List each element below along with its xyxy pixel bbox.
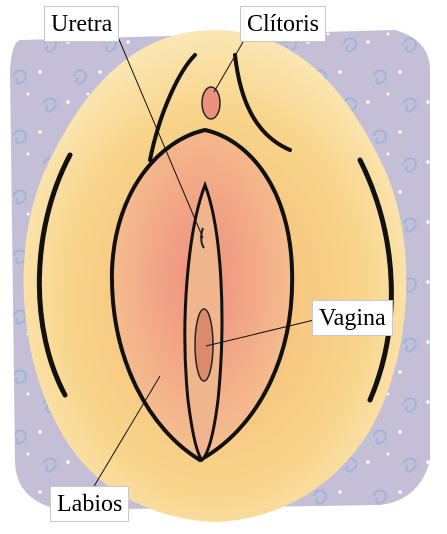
vagina-label: Vagina bbox=[312, 300, 393, 336]
clitoris-label: Clítoris bbox=[240, 6, 326, 42]
clitoris-shape bbox=[202, 87, 220, 119]
urethra-label: Uretra bbox=[44, 6, 119, 42]
labia-label: Labios bbox=[50, 486, 129, 522]
